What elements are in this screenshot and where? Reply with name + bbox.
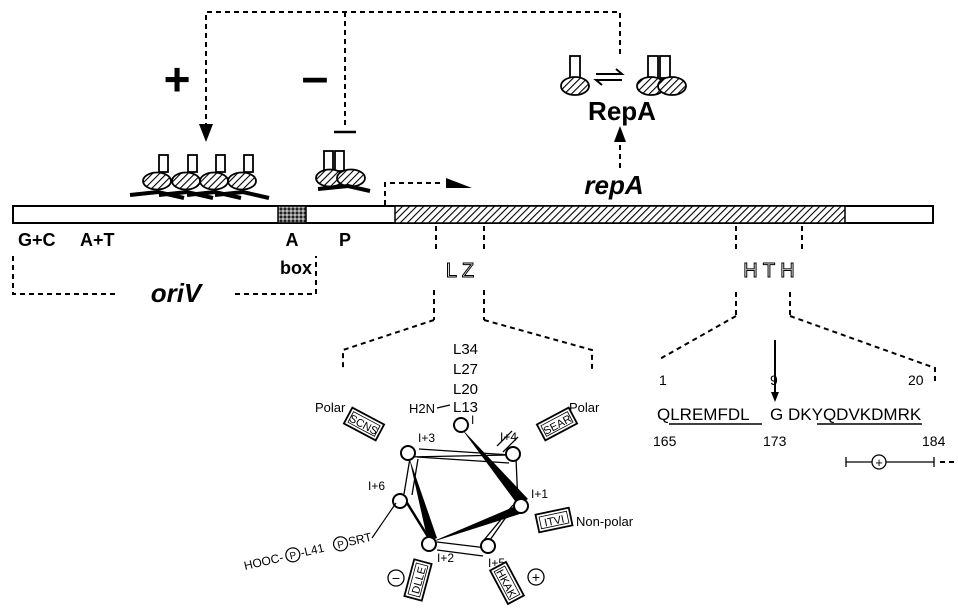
hth-label: H T H: [743, 260, 795, 282]
leucine-13: L13: [453, 399, 478, 416]
leucine-34: L34: [453, 341, 478, 358]
hth-num173: 173: [763, 433, 787, 449]
n-term-bond: [437, 405, 450, 408]
translation-arrow: [614, 126, 626, 168]
abox-label-bottom: box: [280, 258, 312, 278]
c-term-mid: -L41: [299, 541, 326, 560]
protein-label: RepA: [588, 96, 656, 126]
basic-patch-scale: [846, 455, 954, 469]
c-term-suffix: SRT: [347, 530, 374, 549]
iteron-arrow: [215, 192, 269, 198]
c-term-prefix: HOOC-: [243, 550, 285, 573]
wheel-position-I3: [401, 446, 415, 460]
oriv-label: oriV: [151, 278, 204, 308]
promoter-bound-dimer: [316, 151, 370, 191]
wheel-position-I1: [514, 499, 528, 513]
hth-seq-g: G: [770, 405, 783, 424]
pos-label-I1: I+1: [531, 487, 548, 501]
lz-label: L Z: [446, 260, 474, 282]
activation-line: [206, 12, 620, 128]
n-terminus: H2N: [409, 401, 435, 416]
gc-label: G+C: [18, 230, 56, 250]
residue-box-itvi: ITVI: [536, 508, 573, 533]
polar-right-label: Polar: [569, 400, 600, 415]
hth-region-bracket: [658, 226, 935, 385]
repa-dimer-icon: [637, 56, 686, 95]
polar-left-label: Polar: [315, 400, 346, 415]
residue-box-sear: SEAR: [537, 408, 577, 441]
hth-seq-a: QLREMFDL: [657, 405, 750, 424]
activation-arrowhead: [199, 124, 213, 142]
repa-coding-region: [395, 206, 845, 223]
abox-label-top: A: [286, 230, 299, 250]
a-box-region: [278, 206, 306, 223]
residue-box-hkak: HKAK: [490, 562, 524, 604]
gene-label: repA: [584, 170, 643, 200]
c-terminal-tail: HOOC- P -L41 P SRT: [243, 530, 374, 573]
repression-minus: –: [302, 51, 329, 104]
hth-num165: 165: [653, 433, 677, 449]
glycine-arrow: [771, 340, 779, 402]
hth-pos1: 1: [659, 372, 667, 388]
hth-pos20: 20: [908, 372, 924, 388]
pos-label-I3: I+3: [418, 431, 435, 445]
wheel-position-I5: [481, 539, 495, 553]
hth-seq-b: DKYQDVKDMRK: [788, 405, 922, 424]
feedback-lines: [199, 12, 620, 142]
at-label: A+T: [80, 230, 115, 250]
negative-charge-sign: −: [392, 570, 400, 586]
promoter-label: P: [339, 230, 351, 250]
leucine-27: L27: [453, 361, 478, 378]
pos-label-I4: I+4: [500, 430, 517, 444]
transcription-arrow: [385, 178, 472, 205]
wheel-position-I6: [393, 494, 407, 508]
wheel-position-I2: [422, 537, 436, 551]
pos-label-I6: I+6: [368, 479, 385, 493]
residue-box-dlle: DLLE: [404, 559, 431, 600]
activation-plus: +: [164, 53, 191, 105]
iteron-bound-repa: [130, 155, 269, 198]
wheel-position-I4: [506, 447, 520, 461]
residue-box-scns: SCNS: [344, 408, 384, 441]
equilibrium-arrows-icon: [596, 69, 622, 85]
hth-num184: 184: [922, 433, 946, 449]
repa-monomer-icon: [561, 56, 589, 95]
c-term-bond: [372, 503, 396, 538]
positive-charge-sign: +: [532, 569, 540, 585]
wheel-position-I: [454, 418, 468, 432]
dna-bar: [13, 206, 933, 223]
pos-label-I2: I+2: [437, 551, 454, 565]
hth-plus: +: [875, 455, 883, 470]
leucine-20: L20: [453, 381, 478, 398]
nonpolar-label: Non-polar: [576, 514, 634, 529]
